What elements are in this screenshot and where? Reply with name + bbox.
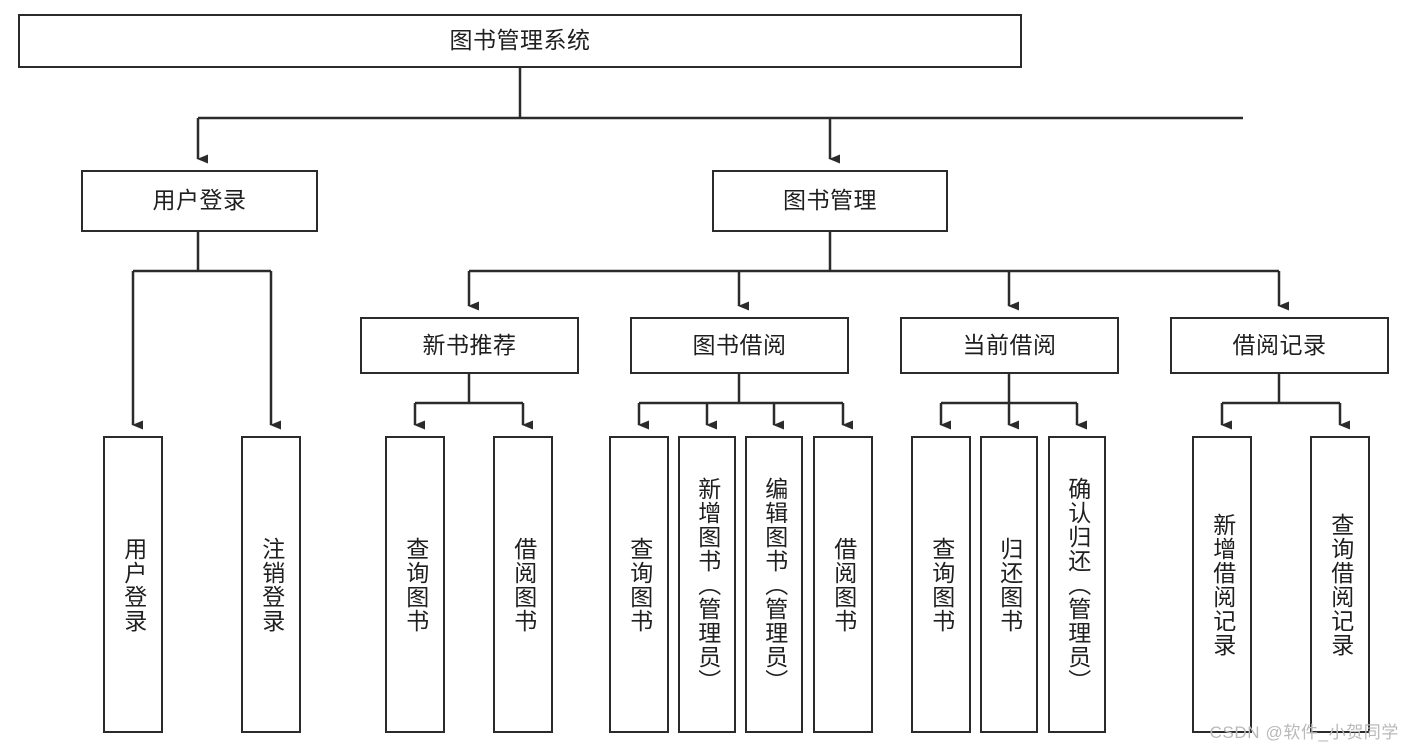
node-label: 图书管理 [783, 187, 877, 214]
node-label: 查询借阅记录 [1327, 512, 1354, 657]
node-label: 当前借阅 [962, 331, 1057, 358]
leaf-user-login-login[interactable]: 用户登录 [103, 436, 163, 733]
leaf-current-return-book[interactable]: 归还图书 [980, 436, 1038, 733]
node-label: 借阅记录 [1232, 331, 1327, 358]
node-label: 借阅图书 [510, 536, 537, 633]
node-label: 图书管理系统 [449, 27, 591, 54]
node-book-borrow[interactable]: 图书借阅 [630, 317, 849, 374]
node-current-borrow[interactable]: 当前借阅 [900, 317, 1119, 374]
node-label: 新增借阅记录 [1209, 512, 1236, 657]
node-label: 查询图书 [928, 536, 955, 633]
node-label: 确认归还（管理员） [1064, 476, 1091, 693]
node-label: 新书推荐 [422, 331, 517, 358]
node-user-login[interactable]: 用户登录 [81, 170, 318, 232]
leaf-borrow-borrow-book[interactable]: 借阅图书 [813, 436, 873, 733]
leaf-new-book-borrow[interactable]: 借阅图书 [493, 436, 553, 733]
node-label: 新增图书（管理员） [694, 476, 721, 693]
leaf-new-book-query[interactable]: 查询图书 [385, 436, 445, 733]
leaf-record-add-record[interactable]: 新增借阅记录 [1192, 436, 1252, 733]
csdn-watermark: CSDN @软件_小贺同学 [1209, 723, 1399, 742]
node-label: 注销登录 [258, 536, 285, 633]
leaf-borrow-add-book-admin[interactable]: 新增图书（管理员） [678, 436, 736, 733]
node-borrow-record[interactable]: 借阅记录 [1170, 317, 1389, 374]
node-book-management-system[interactable]: 图书管理系统 [18, 14, 1022, 68]
leaf-borrow-query-book[interactable]: 查询图书 [609, 436, 669, 733]
leaf-borrow-edit-book-admin[interactable]: 编辑图书（管理员） [745, 436, 803, 733]
node-label: 查询图书 [402, 536, 429, 633]
node-label: 图书借阅 [692, 331, 787, 358]
node-label: 归还图书 [996, 536, 1023, 633]
node-label: 用户登录 [152, 187, 247, 214]
node-label: 用户登录 [120, 536, 147, 633]
leaf-user-login-logout[interactable]: 注销登录 [241, 436, 301, 733]
node-label: 借阅图书 [830, 536, 857, 633]
leaf-current-query-book[interactable]: 查询图书 [911, 436, 971, 733]
node-label: 查询图书 [626, 536, 653, 633]
node-new-book-recommend[interactable]: 新书推荐 [360, 317, 579, 374]
node-label: 编辑图书（管理员） [761, 476, 788, 693]
leaf-current-confirm-return-admin[interactable]: 确认归还（管理员） [1048, 436, 1106, 733]
node-book-management[interactable]: 图书管理 [712, 170, 948, 232]
leaf-record-query-record[interactable]: 查询借阅记录 [1310, 436, 1370, 733]
